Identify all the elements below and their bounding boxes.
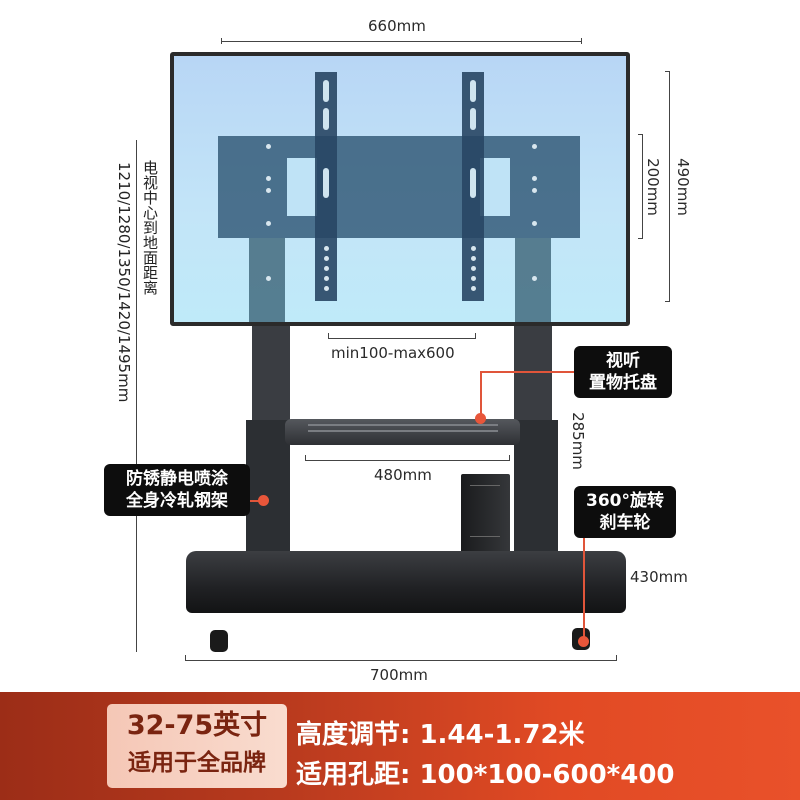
dim-tick (638, 134, 643, 135)
dim-tick (665, 301, 670, 302)
tray-callout-line2: 置物托盘 (589, 373, 657, 393)
wheel-callout-line1: 360°旋转 (586, 491, 664, 511)
hole-spacing-spec: 适用孔距: 100*100-600*400 (296, 760, 675, 790)
tray-callout-leader (480, 371, 482, 417)
bolt-hole (324, 246, 329, 251)
tray-width-dimension-line (305, 460, 510, 461)
bracket-height-dimension-line (642, 134, 643, 239)
left-front-wheel (210, 630, 228, 652)
dim-tick (185, 655, 186, 661)
vesa-range-label: min100-max600 (331, 344, 455, 362)
rail-slot (470, 108, 476, 130)
rail-slot (470, 168, 476, 198)
dim-tick (305, 455, 306, 461)
rail-slot (323, 168, 329, 198)
wheel-callout-line2: 刹车轮 (599, 513, 651, 533)
bolt-hole (266, 176, 271, 181)
dim-tick (221, 38, 222, 44)
bolt-hole (266, 188, 271, 193)
bolt-hole (471, 246, 476, 251)
dim-tick (616, 655, 617, 661)
base-depth-label: 430mm (630, 568, 688, 586)
av-tray (285, 419, 520, 445)
bolt-hole (471, 276, 476, 281)
center-height-caption: 电视中心到地面距离 (141, 160, 159, 295)
bolt-hole (532, 276, 537, 281)
dim-tick (328, 333, 329, 339)
tray-callout-dot (475, 413, 486, 424)
stand-base (186, 551, 626, 613)
tv-screen (170, 52, 630, 326)
bolt-hole (324, 276, 329, 281)
plate-cutout (287, 158, 317, 216)
rail-slot (323, 108, 329, 130)
frame-callout-line1: 防锈静电喷涂 (126, 469, 228, 489)
bolt-hole (324, 266, 329, 271)
frame-callout: 防锈静电喷涂 全身冷轧钢架 (104, 464, 250, 516)
tray-groove (308, 424, 498, 426)
size-badge: 32-75英寸 适用于全品牌 (107, 704, 287, 788)
bolt-hole (532, 221, 537, 226)
plate-cutout (480, 158, 510, 216)
size-range: 32-75英寸 (126, 710, 268, 741)
dim-tick (475, 333, 476, 339)
tv-height-dimension-line (669, 71, 670, 302)
bolt-hole (471, 286, 476, 291)
bolt-hole (266, 276, 271, 281)
rail-slot (323, 80, 329, 102)
bolt-hole (266, 221, 271, 226)
bolt-hole (324, 286, 329, 291)
tray-groove (308, 430, 498, 432)
bolt-hole (532, 144, 537, 149)
bolt-hole (266, 144, 271, 149)
tray-callout-leader (480, 371, 574, 373)
tray-callout-line1: 视听 (606, 351, 640, 371)
height-adjust-spec: 高度调节: 1.44-1.72米 (296, 720, 585, 750)
wheel-callout-dot (578, 636, 589, 647)
dim-tick (581, 38, 582, 44)
bolt-hole (471, 256, 476, 261)
dim-tick (665, 71, 670, 72)
pc-drive-bays (470, 485, 500, 537)
dim-tick (638, 238, 643, 239)
tray-depth-label: 285mm (569, 412, 587, 470)
frame-callout-dot (258, 495, 269, 506)
bolt-hole (324, 256, 329, 261)
mounting-plate (218, 136, 580, 238)
tv-width-label: 660mm (368, 17, 426, 35)
center-height-values: 1210/1280/1350/1420/1495mm (115, 162, 133, 403)
tv-width-dimension-line (221, 41, 582, 42)
wheel-callout: 360°旋转 刹车轮 (574, 486, 676, 538)
wheel-callout-leader (583, 538, 585, 640)
base-width-label: 700mm (370, 666, 428, 684)
center-height-dimension-line (136, 140, 137, 652)
bolt-hole (532, 176, 537, 181)
dim-tick (509, 455, 510, 461)
bracket-height-label: 200mm (644, 158, 662, 216)
bolt-hole (471, 266, 476, 271)
brand-compat: 适用于全品牌 (128, 750, 266, 776)
frame-callout-leader (250, 500, 262, 502)
tray-width-label: 480mm (374, 466, 432, 484)
vesa-dimension-line (328, 338, 476, 339)
frame-callout-line2: 全身冷轧钢架 (126, 491, 228, 511)
rail-slot (470, 80, 476, 102)
base-width-dimension-line (185, 660, 617, 661)
tray-callout: 视听 置物托盘 (574, 346, 672, 398)
bolt-hole (532, 188, 537, 193)
tv-height-label: 490mm (674, 158, 692, 216)
